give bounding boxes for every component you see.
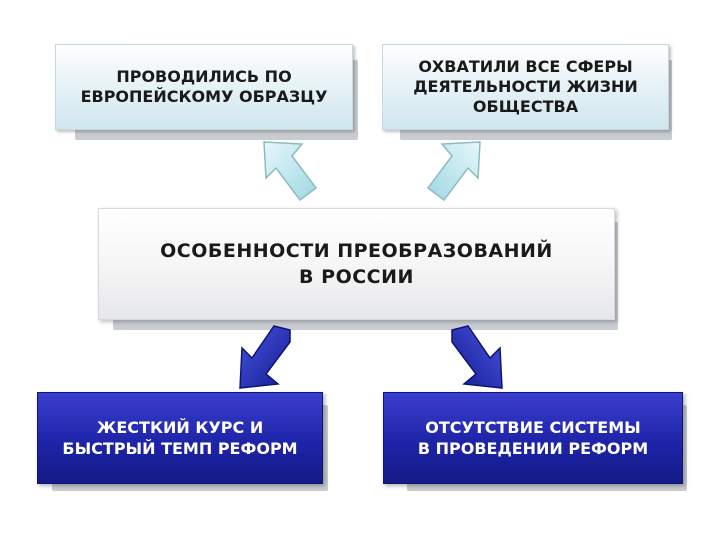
central-topic-label: ОСОБЕННОСТИ ПРЕОБРАЗОВАНИЙ В РОССИИ	[160, 240, 553, 288]
feature-european-model-label: ПРОВОДИЛИСЬ ПО ЕВРОПЕЙСКОМУ ОБРАЗЦУ	[80, 67, 328, 106]
arrow-down-right-icon	[451, 325, 503, 389]
feature-no-system-label: ОТСУТСТВИЕ СИСТЕМЫ В ПРОВЕДЕНИИ РЕФОРМ	[417, 418, 649, 458]
feature-all-spheres-box: ОХВАТИЛИ ВСЕ СФЕРЫ ДЕЯТЕЛЬНОСТИ ЖИЗНИ ОБ…	[382, 44, 669, 130]
feature-european-model-box: ПРОВОДИЛИСЬ ПО ЕВРОПЕЙСКОМУ ОБРАЗЦУ	[55, 44, 353, 130]
feature-no-system-box: ОТСУТСТВИЕ СИСТЕМЫ В ПРОВЕДЕНИИ РЕФОРМ	[383, 392, 683, 484]
feature-hard-course-label: ЖЕСТКИЙ КУРС И БЫСТРЫЙ ТЕМП РЕФОРМ	[62, 418, 298, 458]
arrow-up-right-icon	[426, 141, 481, 202]
central-topic-box: ОСОБЕННОСТИ ПРЕОБРАЗОВАНИЙ В РОССИИ	[98, 208, 615, 320]
feature-all-spheres-label: ОХВАТИЛИ ВСЕ СФЕРЫ ДЕЯТЕЛЬНОСТИ ЖИЗНИ ОБ…	[413, 57, 638, 116]
arrow-up-left-icon	[263, 141, 318, 202]
arrow-down-left-icon	[239, 325, 291, 389]
feature-hard-course-box: ЖЕСТКИЙ КУРС И БЫСТРЫЙ ТЕМП РЕФОРМ	[37, 392, 323, 484]
